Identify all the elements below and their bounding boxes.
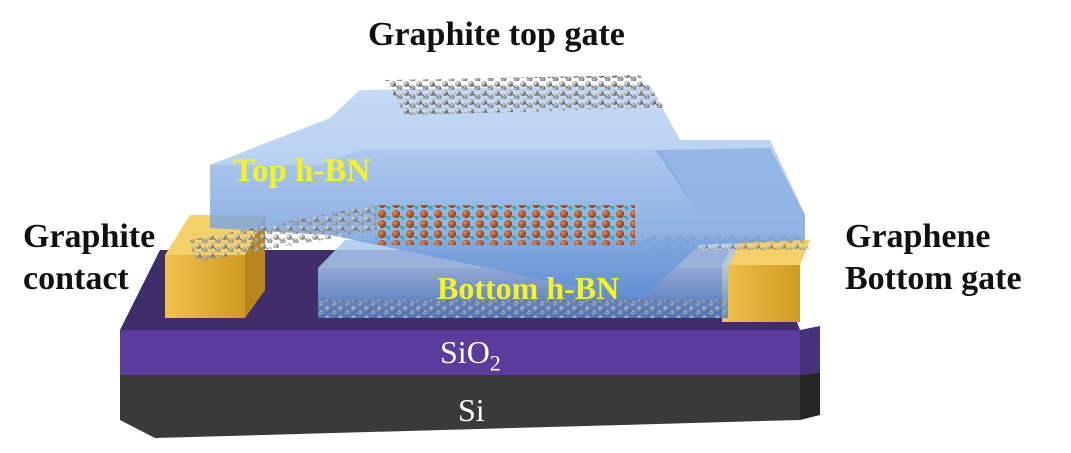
graphite-strand-left <box>190 205 380 262</box>
graphene-bottom-gate-label-line1: Graphene <box>845 218 991 255</box>
graphene-bottom-gate-pad <box>722 240 810 322</box>
sio2-label-subscript: 2 <box>489 350 501 376</box>
hbn-crystal-lattice <box>375 205 635 245</box>
sio2-label: SiO2 <box>440 334 501 376</box>
sio2-label-base: SiO <box>440 334 490 370</box>
graphite-contact-label-line2: contact <box>23 260 129 297</box>
graphene-bottom-gate-label-line2: Bottom gate <box>845 260 1022 297</box>
graphite-contact-label-line1: Graphite <box>23 218 156 255</box>
top-hbn-label: Top h-BN <box>233 153 371 189</box>
graphite-top-gate-label: Graphite top gate <box>368 16 625 53</box>
top-hbn-slab <box>210 85 805 300</box>
si-label: Si <box>458 392 485 428</box>
si-layer <box>120 372 820 438</box>
graphite-top-gate-sheet <box>385 75 665 115</box>
bottom-hbn-label: Bottom h-BN <box>437 270 620 306</box>
